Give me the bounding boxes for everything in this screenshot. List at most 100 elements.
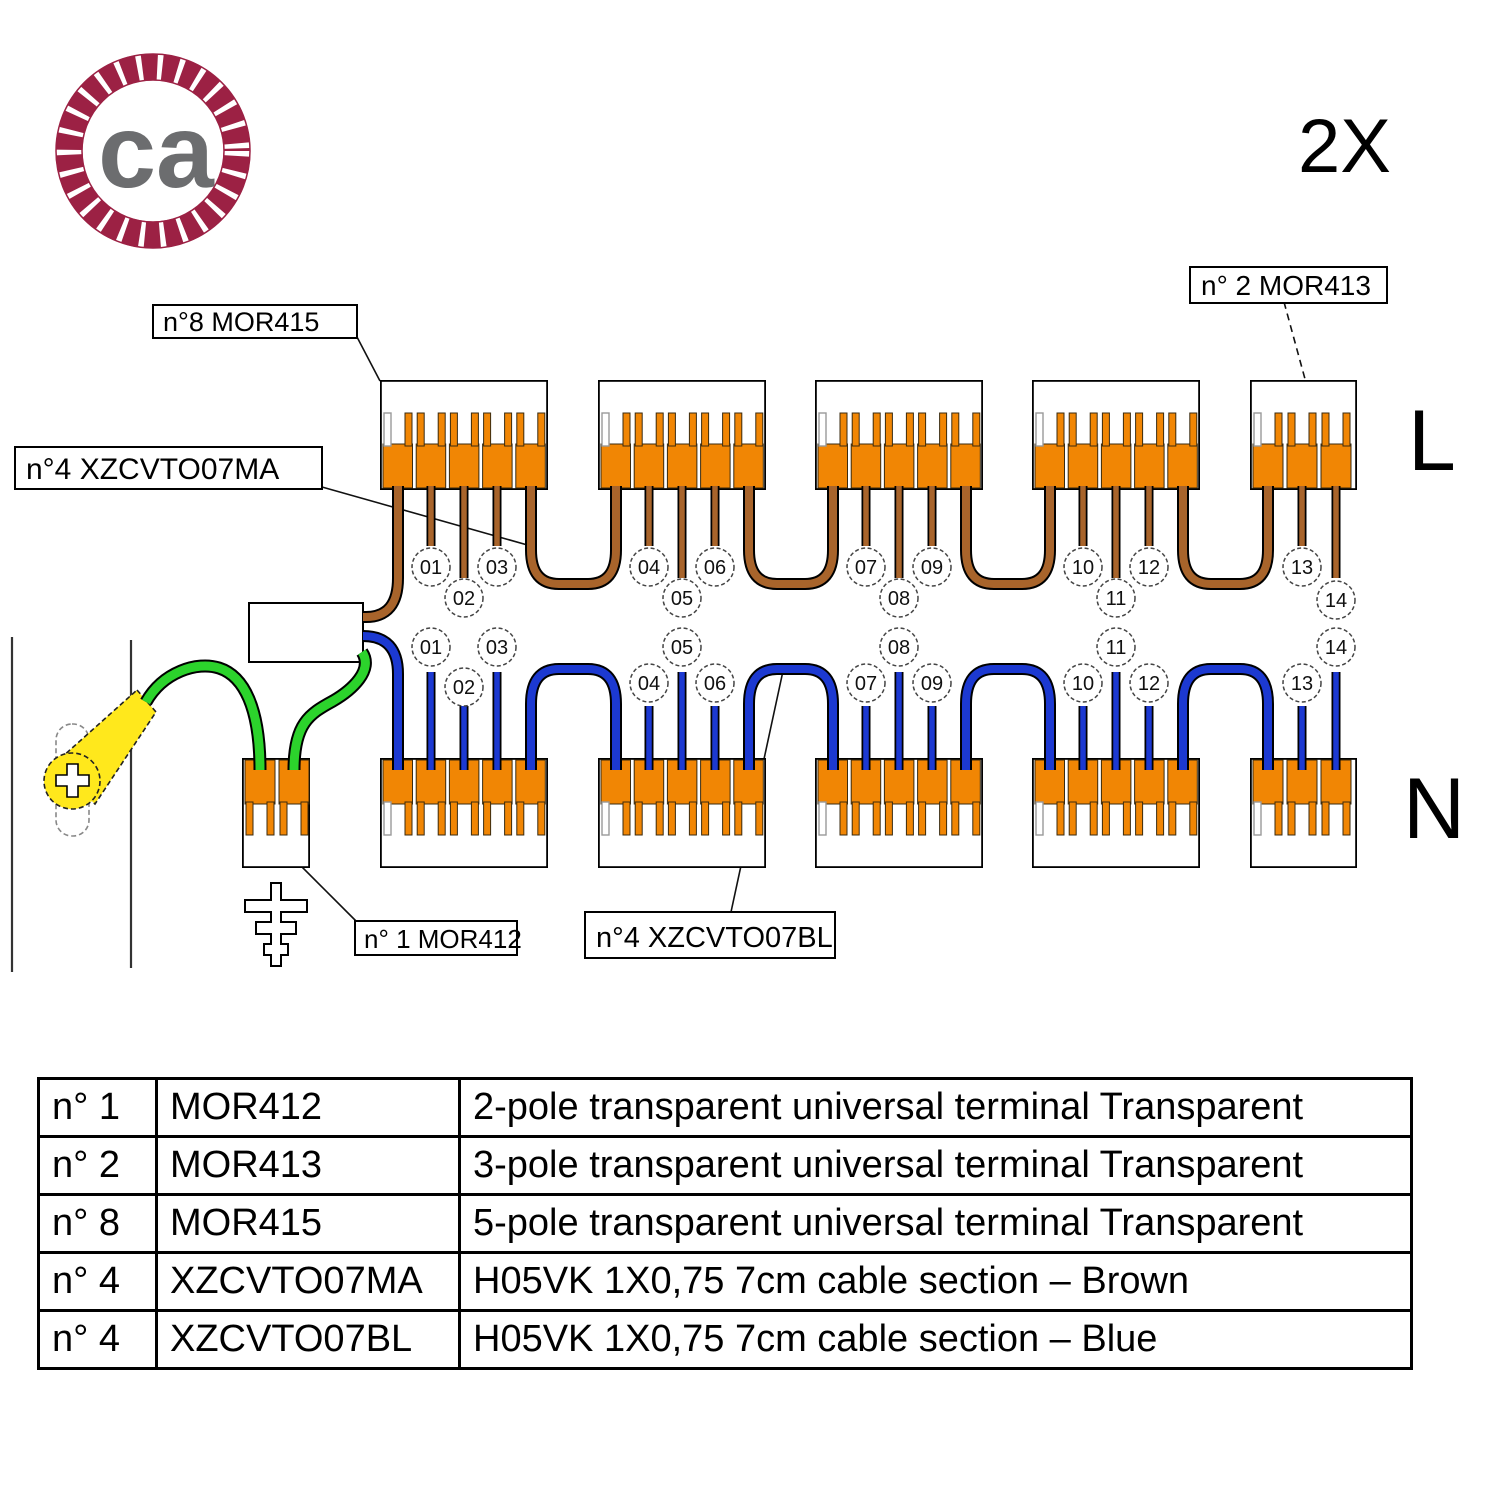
svg-text:04: 04 bbox=[638, 557, 660, 579]
wire-number-badge: 13 bbox=[1282, 547, 1322, 587]
wire-number-badge: 04 bbox=[629, 663, 669, 703]
terminal-3pole bbox=[1250, 379, 1357, 491]
wire-number-badge: 10 bbox=[1063, 547, 1103, 587]
wire-number-badge: 05 bbox=[662, 627, 702, 667]
line-live-label: L bbox=[1408, 393, 1456, 489]
wire-number-badge: 14 bbox=[1316, 580, 1356, 620]
svg-text:n°4 XZCVTO07MA: n°4 XZCVTO07MA bbox=[26, 453, 279, 486]
svg-text:13: 13 bbox=[1291, 557, 1313, 579]
screw-cross-icon bbox=[55, 763, 90, 798]
svg-text:09: 09 bbox=[921, 557, 943, 579]
svg-text:02: 02 bbox=[453, 677, 475, 699]
leader-mor415 bbox=[356, 336, 381, 382]
desc-cell: H05VK 1X0,75 7cm cable section – Blue bbox=[473, 1318, 1158, 1360]
component-label-cable-brown: n°4 XZCVTO07MA bbox=[14, 446, 323, 490]
wire-numbers-L: 01 02 03 04 05 06 07 08 09 10 11 12 13 1… bbox=[411, 547, 1356, 620]
junction-box bbox=[248, 602, 364, 663]
svg-text:14: 14 bbox=[1325, 637, 1347, 659]
wiring-diagram: ca 2X bbox=[10, 53, 1465, 972]
code-cell: MOR415 bbox=[158, 1196, 461, 1251]
ground-lug bbox=[43, 688, 158, 837]
svg-text:08: 08 bbox=[888, 637, 910, 659]
table-row: n° 8 MOR415 5-pole transparent universal… bbox=[40, 1196, 1410, 1254]
desc-cell: H05VK 1X0,75 7cm cable section – Brown bbox=[473, 1260, 1190, 1302]
wire-number-badge: 07 bbox=[846, 663, 886, 703]
svg-text:01: 01 bbox=[420, 557, 442, 579]
logo-text: ca bbox=[98, 94, 215, 210]
table-row: n° 2 MOR413 3-pole transparent universal… bbox=[40, 1138, 1410, 1196]
component-label-mor412: n° 1 MOR412 bbox=[354, 920, 522, 956]
code-cell: MOR413 bbox=[158, 1138, 461, 1193]
svg-text:12: 12 bbox=[1138, 673, 1160, 695]
svg-text:08: 08 bbox=[888, 588, 910, 610]
wire-number-badge: 03 bbox=[477, 547, 517, 587]
table-row: n° 4 XZCVTO07BL H05VK 1X0,75 7cm cable s… bbox=[40, 1312, 1410, 1367]
svg-text:13: 13 bbox=[1291, 673, 1313, 695]
terminal-3pole bbox=[1250, 758, 1357, 868]
desc-cell: 3-pole transparent universal terminal Tr… bbox=[473, 1144, 1304, 1186]
ground-symbol-icon bbox=[244, 882, 308, 967]
line-neutral-label: N bbox=[1403, 761, 1465, 857]
wire-number-badge: 02 bbox=[444, 667, 484, 707]
wire-number-badge: 10 bbox=[1063, 663, 1103, 703]
wire-number-badge: 04 bbox=[629, 547, 669, 587]
rope-ring-icon bbox=[55, 53, 251, 249]
wire-number-badge: 14 bbox=[1316, 627, 1356, 667]
parts-table: n° 1 MOR412 2-pole transparent universal… bbox=[37, 1077, 1413, 1370]
qty-cell: n° 4 bbox=[40, 1312, 158, 1367]
desc-cell: 5-pole transparent universal terminal Tr… bbox=[473, 1202, 1304, 1244]
wire-number-badge: 13 bbox=[1282, 663, 1322, 703]
wires-blue bbox=[362, 630, 1341, 770]
terminal-5pole bbox=[598, 758, 766, 868]
svg-text:14: 14 bbox=[1325, 590, 1347, 612]
table-row: n° 1 MOR412 2-pole transparent universal… bbox=[40, 1080, 1410, 1138]
wire-number-badge: 07 bbox=[846, 547, 886, 587]
table-row: n° 4 XZCVTO07MA H05VK 1X0,75 7cm cable s… bbox=[40, 1254, 1410, 1312]
component-label-mor413: n° 2 MOR413 bbox=[1189, 266, 1388, 304]
qty-cell: n° 2 bbox=[40, 1138, 158, 1193]
svg-text:07: 07 bbox=[855, 557, 877, 579]
wire-number-badge: 06 bbox=[695, 663, 735, 703]
wire-number-badge: 09 bbox=[912, 663, 952, 703]
brand-logo: ca bbox=[55, 53, 251, 249]
svg-text:10: 10 bbox=[1072, 673, 1094, 695]
terminal-5pole bbox=[598, 379, 766, 491]
component-label-mor415: n°8 MOR415 bbox=[152, 304, 358, 339]
terminal-row-N bbox=[241, 758, 1357, 868]
svg-text:05: 05 bbox=[671, 588, 693, 610]
quantity-note: 2X bbox=[1298, 104, 1391, 189]
wire-number-badge: 03 bbox=[477, 627, 517, 667]
svg-text:02: 02 bbox=[453, 588, 475, 610]
svg-text:06: 06 bbox=[704, 557, 726, 579]
terminal-row-L bbox=[379, 379, 1357, 491]
svg-text:05: 05 bbox=[671, 637, 693, 659]
qty-cell: n° 4 bbox=[40, 1254, 158, 1309]
svg-text:n° 1 MOR412: n° 1 MOR412 bbox=[364, 924, 522, 954]
terminal-5pole bbox=[815, 379, 983, 491]
wire-number-badge: 12 bbox=[1129, 547, 1169, 587]
terminal-5pole bbox=[1032, 379, 1200, 491]
wire-number-badge: 06 bbox=[695, 547, 735, 587]
wire-number-badge: 01 bbox=[411, 547, 451, 587]
wires-green bbox=[140, 648, 372, 771]
code-cell: MOR412 bbox=[158, 1080, 461, 1135]
wire-number-badge: 11 bbox=[1096, 578, 1136, 618]
svg-text:10: 10 bbox=[1072, 557, 1094, 579]
component-label-cable-blue: n°4 XZCVTO07BL bbox=[584, 911, 836, 959]
svg-text:04: 04 bbox=[638, 673, 660, 695]
qty-cell: n° 1 bbox=[40, 1080, 158, 1135]
leader-mor413 bbox=[1283, 301, 1306, 380]
wire-number-badge: 11 bbox=[1096, 627, 1136, 667]
terminal-5pole bbox=[379, 758, 548, 868]
code-cell: XZCVTO07BL bbox=[158, 1312, 461, 1367]
terminal-5pole bbox=[1032, 758, 1200, 868]
qty-cell: n° 8 bbox=[40, 1196, 158, 1251]
wire-number-badge: 02 bbox=[444, 578, 484, 618]
wire-number-badge: 08 bbox=[879, 627, 919, 667]
svg-text:11: 11 bbox=[1106, 637, 1127, 659]
wire-numbers-N: 01 02 03 04 05 06 07 08 09 10 11 12 13 1… bbox=[411, 627, 1356, 707]
mount-reference-lines bbox=[10, 637, 133, 972]
wire-number-badge: 12 bbox=[1129, 663, 1169, 703]
svg-text:11: 11 bbox=[1106, 588, 1127, 610]
code-cell: XZCVTO07MA bbox=[158, 1254, 461, 1309]
